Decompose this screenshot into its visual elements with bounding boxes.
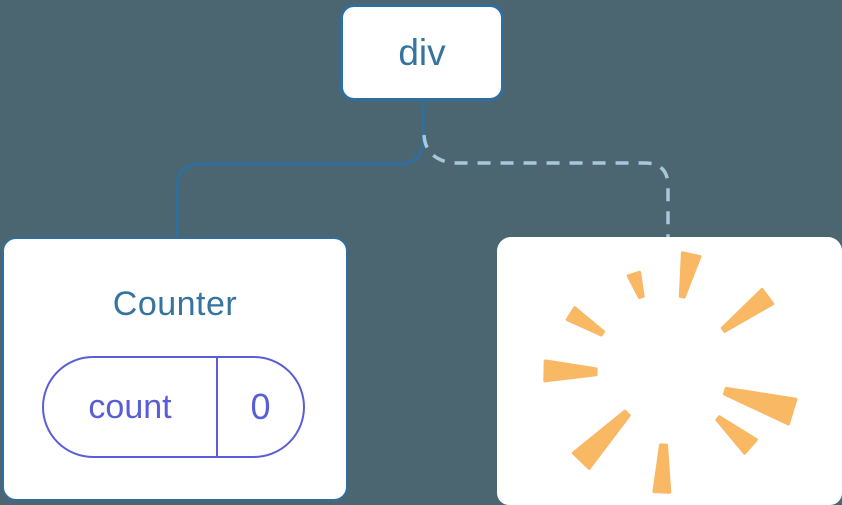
state-value: 0 — [250, 386, 271, 427]
tree-node-div: div — [340, 4, 504, 101]
state-pill: count 0 — [42, 356, 305, 458]
tree-node-div-label: div — [398, 31, 446, 73]
counter-title: Counter — [112, 285, 238, 323]
connector-dashed-line — [422, 134, 670, 239]
poof-rays — [543, 251, 798, 494]
connector-solid-line — [175, 102, 425, 239]
poof-icon — [543, 251, 798, 494]
state-key: count — [44, 358, 218, 456]
tree-node-counter: Counter count 0 — [2, 237, 348, 501]
tree-node-removed — [497, 237, 842, 505]
